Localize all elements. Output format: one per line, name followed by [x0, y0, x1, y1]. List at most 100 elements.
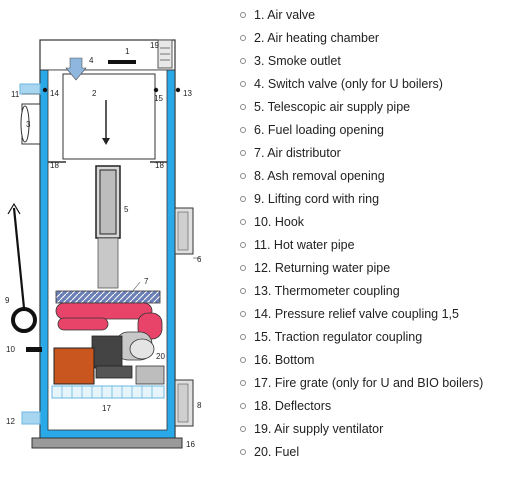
legend-text: 7. Air distributor — [254, 145, 341, 160]
legend-item: 1. Air valve — [240, 3, 483, 26]
bullet-icon — [240, 379, 246, 386]
legend-item: 17. Fire grate (only for U and BIO boile… — [240, 371, 483, 394]
legend-text: 19. Air supply ventilator — [254, 421, 384, 436]
bullet-icon — [240, 34, 246, 41]
lifting-cord — [12, 207, 26, 309]
fuel-dark-log-2 — [95, 365, 133, 379]
legend-item: 8. Ash removal opening — [240, 164, 483, 187]
bullet-icon — [240, 195, 246, 202]
bullet-icon — [240, 149, 246, 156]
label-20: 20 — [156, 352, 165, 361]
legend-text: 15. Traction regulator coupling — [254, 329, 423, 344]
legend-item: 4. Switch valve (only for U boilers) — [240, 72, 483, 95]
legend-item: 20. Fuel — [240, 440, 483, 463]
legend-text: 10. Hook — [254, 214, 305, 229]
bullet-icon — [240, 264, 246, 271]
bullet-icon — [240, 126, 246, 133]
legend-text: 14. Pressure relief valve coupling 1,5 — [254, 306, 459, 321]
bullet-icon — [240, 402, 246, 409]
legend-item: 3. Smoke outlet — [240, 49, 483, 72]
boiler-diagram: 1 2 3 4 5 6 7 8 9 10 11 12 13 14 15 16 1… — [5, 39, 202, 449]
legend-item: 18. Deflectors — [240, 394, 483, 417]
legend-text: 18. Deflectors — [254, 398, 332, 413]
bullet-icon — [240, 241, 246, 248]
legend-item: 19. Air supply ventilator — [240, 417, 483, 440]
legend-item: 16. Bottom — [240, 348, 483, 371]
legend-text: 13. Thermometer coupling — [254, 283, 400, 298]
legend-item: 12. Returning water pipe — [240, 256, 483, 279]
fuel-pink-log — [55, 302, 153, 320]
legend-item: 15. Traction regulator coupling — [240, 325, 483, 348]
label-7: 7 — [144, 277, 149, 286]
hook — [26, 347, 42, 352]
legend-text: 2. Air heating chamber — [254, 30, 380, 45]
label-18-right: 18 — [155, 161, 164, 170]
legend-item: 6. Fuel loading opening — [240, 118, 483, 141]
label-4: 4 — [89, 56, 94, 65]
bullet-icon — [240, 80, 246, 87]
legend-text: 9. Lifting cord with ring — [254, 191, 380, 206]
legend-text: 3. Smoke outlet — [254, 53, 341, 68]
bullet-icon — [240, 310, 246, 317]
thermometer-coupling — [175, 87, 181, 93]
legend-text: 5. Telescopic air supply pipe — [254, 99, 411, 114]
fuel-dark-log — [91, 335, 123, 369]
label-15: 15 — [154, 94, 163, 103]
legend-text: 12. Returning water pipe — [254, 260, 391, 275]
legend-text: 6. Fuel loading opening — [254, 122, 384, 137]
bullet-icon — [240, 448, 246, 455]
legend-item: 13. Thermometer coupling — [240, 279, 483, 302]
label-17: 17 — [102, 404, 111, 413]
bullet-icon — [240, 218, 246, 225]
legend-text: 17. Fire grate (only for U and BIO boile… — [254, 375, 484, 390]
legend-item: 5. Telescopic air supply pipe — [240, 95, 483, 118]
lifting-ring — [11, 307, 37, 333]
label-18-left: 18 — [50, 161, 59, 170]
label-6: 6 — [197, 255, 202, 264]
air-valve — [108, 60, 136, 64]
hot-water-pipe — [19, 83, 41, 95]
bullet-icon — [240, 57, 246, 64]
air-heating-chamber — [62, 73, 156, 160]
telescopic-pipe-inner — [99, 169, 117, 235]
fire-grate — [51, 385, 165, 399]
legend-text: 1. Air valve — [254, 7, 316, 22]
legend-text: 11. Hot water pipe — [254, 237, 355, 252]
bullet-icon — [240, 11, 246, 18]
label-9: 9 — [5, 296, 10, 305]
label-19: 19 — [150, 41, 159, 50]
bullet-icon — [240, 425, 246, 432]
bullet-icon — [240, 333, 246, 340]
label-8: 8 — [197, 401, 202, 410]
returning-water-pipe — [21, 411, 41, 425]
legend-item: 14. Pressure relief valve coupling 1,5 — [240, 302, 483, 325]
label-2: 2 — [92, 89, 97, 98]
fuel-grey-block — [135, 365, 165, 385]
legend-item: 2. Air heating chamber — [240, 26, 483, 49]
traction-regulator-coupling — [153, 87, 159, 93]
switch-valve-arrow — [65, 57, 87, 81]
legend-text: 20. Fuel — [254, 444, 300, 459]
legend-item: 7. Air distributor — [240, 141, 483, 164]
pressure-relief-coupling — [42, 87, 48, 93]
bullet-icon — [240, 287, 246, 294]
fuel-pink-log-2 — [57, 317, 109, 331]
label-1: 1 — [125, 47, 130, 56]
legend-item: 11. Hot water pipe — [240, 233, 483, 256]
label-14: 14 — [50, 89, 59, 98]
label-13: 13 — [183, 89, 192, 98]
label-10: 10 — [6, 345, 15, 354]
legend-text: 8. Ash removal opening — [254, 168, 385, 183]
legend-item: 9. Lifting cord with ring — [240, 187, 483, 210]
bullet-icon — [240, 103, 246, 110]
label-16: 16 — [186, 440, 195, 449]
bullet-icon — [240, 356, 246, 363]
label-11: 11 — [11, 90, 20, 99]
legend-text: 16. Bottom — [254, 352, 315, 367]
boiler-bottom — [31, 437, 183, 449]
fuel-brown-block — [53, 347, 95, 385]
air-distributor — [55, 290, 161, 304]
legend-text: 4. Switch valve (only for U boilers) — [254, 76, 443, 91]
bullet-icon — [240, 172, 246, 179]
legend-item: 10. Hook — [240, 210, 483, 233]
